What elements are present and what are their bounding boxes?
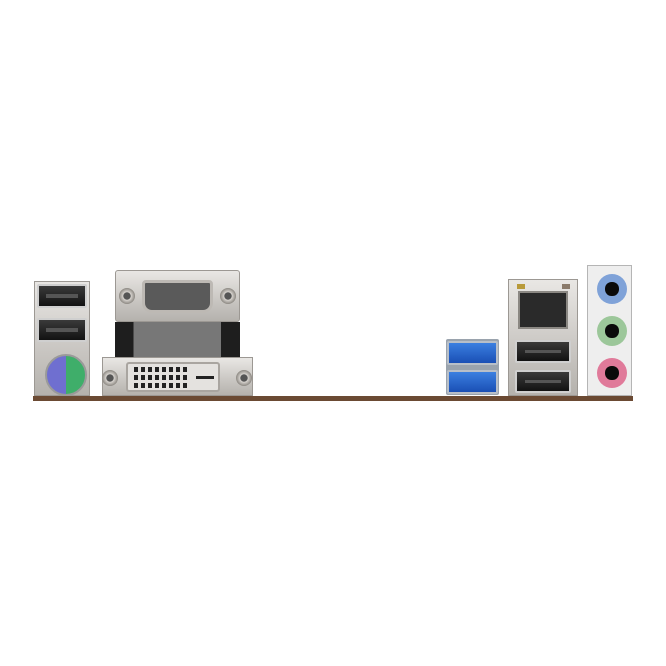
pcb-edge bbox=[33, 396, 633, 401]
usb-port-icon[interactable] bbox=[515, 340, 571, 363]
dvi-pins bbox=[134, 367, 190, 389]
ps2-port-icon[interactable] bbox=[45, 354, 87, 396]
led-icon bbox=[517, 284, 525, 289]
screw-icon bbox=[220, 288, 236, 304]
audio-jack-mic-icon[interactable] bbox=[597, 358, 627, 388]
usb-port-icon[interactable] bbox=[515, 370, 571, 393]
usb-port-icon[interactable] bbox=[37, 284, 87, 308]
connector-bridge bbox=[115, 322, 240, 357]
vga-port-icon[interactable] bbox=[142, 280, 213, 313]
usb-port-icon[interactable] bbox=[37, 318, 87, 342]
ethernet-port-icon[interactable] bbox=[518, 291, 568, 329]
audio-jack-line-in-icon[interactable] bbox=[597, 274, 627, 304]
screw-icon bbox=[102, 370, 118, 386]
usb3-port-icon[interactable] bbox=[447, 341, 498, 365]
screw-icon bbox=[236, 370, 252, 386]
usb3-port-icon[interactable] bbox=[447, 370, 498, 394]
dvi-blade bbox=[196, 376, 214, 379]
led-icon bbox=[562, 284, 570, 289]
screw-icon bbox=[119, 288, 135, 304]
audio-jack-line-out-icon[interactable] bbox=[597, 316, 627, 346]
